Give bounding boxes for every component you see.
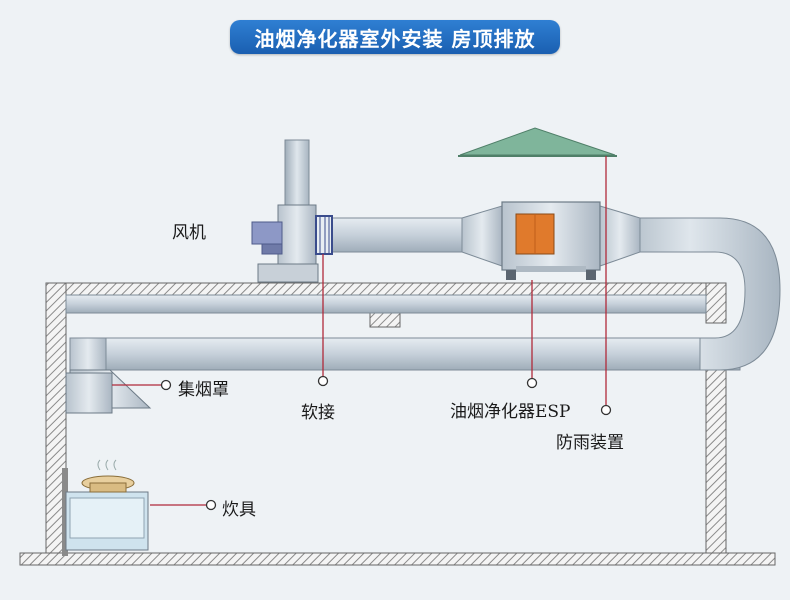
title-sub: 房顶排放 <box>451 26 536 51</box>
u-bend-duct <box>599 217 781 371</box>
label-hood: 集烟罩 <box>178 380 229 400</box>
hood-marker <box>160 379 172 391</box>
stove-unit <box>62 459 149 556</box>
label-purifier: 油烟净化器ESP <box>450 402 571 422</box>
title-main: 油烟净化器室外安装 <box>254 26 444 51</box>
purifier-marker <box>526 377 538 389</box>
right-wall-top <box>705 282 727 324</box>
rain-cover-shape <box>459 127 616 156</box>
indoor-main-duct <box>69 337 741 371</box>
reducer-left <box>461 205 503 267</box>
floor-slab <box>19 552 776 566</box>
soft-joint-marker <box>317 375 329 387</box>
rain-cover-marker <box>600 404 612 416</box>
esp-purifier <box>501 201 601 280</box>
right-wall <box>705 369 727 559</box>
label-rain-cover: 防雨装置 <box>556 433 624 453</box>
label-soft-joint: 软接 <box>301 403 335 423</box>
fan-unit <box>251 139 333 283</box>
ceiling-duct-upper <box>65 294 707 314</box>
exhaust-hood <box>65 369 152 414</box>
roof-slab <box>45 282 727 296</box>
leader-lines <box>112 156 612 511</box>
stove-marker <box>205 499 217 511</box>
building-structure <box>19 282 776 566</box>
title-banner: 油烟净化器室外安装 房顶排放 <box>230 20 560 54</box>
label-fan: 风机 <box>172 223 206 243</box>
outdoor-duct-left <box>329 217 471 253</box>
label-stove: 炊具 <box>222 500 256 520</box>
